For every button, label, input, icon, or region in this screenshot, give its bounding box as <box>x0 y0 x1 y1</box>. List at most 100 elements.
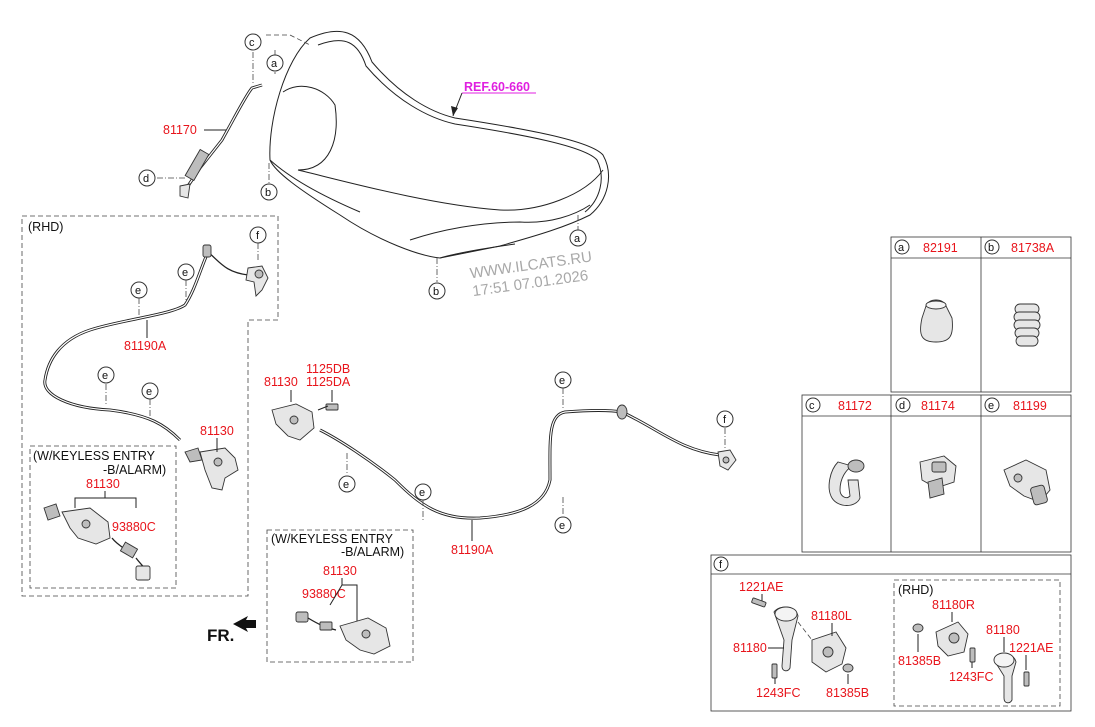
callout-e-rhd3: e <box>97 366 115 384</box>
svg-text:a: a <box>574 233 581 245</box>
callout-e-main3: e <box>414 483 432 501</box>
rhd-handle-small <box>245 265 269 297</box>
handle-box <box>710 554 1072 712</box>
callout-c-rod: c <box>244 33 262 51</box>
part-81180-right[interactable]: 81180 <box>986 623 1020 637</box>
svg-text:e: e <box>146 386 152 398</box>
rhd-box-label: (RHD) <box>28 220 63 234</box>
part-1221AE-right[interactable]: 1221AE <box>1009 641 1053 655</box>
svg-text:a: a <box>271 58 278 70</box>
svg-text:d: d <box>899 400 905 412</box>
left-handle <box>773 606 799 672</box>
svg-text:d: d <box>143 173 149 185</box>
callout-a-right: a <box>569 229 587 247</box>
svg-text:81172: 81172 <box>838 399 872 413</box>
prop-rod <box>179 83 263 199</box>
callout-f-rhd: f <box>249 226 267 244</box>
svg-text:81199: 81199 <box>1013 399 1047 413</box>
main-cable <box>319 404 721 520</box>
part-81180-left[interactable]: 81180 <box>733 641 767 655</box>
callout-e-main1: e <box>554 371 572 389</box>
svg-text:e: e <box>135 285 141 297</box>
legend-cell-b: b 81738A <box>984 239 1055 347</box>
reference-label[interactable]: REF.60-660 <box>462 80 536 94</box>
part-81180L[interactable]: 81180L <box>811 609 852 623</box>
part-81170[interactable]: 81170 <box>163 123 197 137</box>
bracket-81130-keyless-rhd <box>74 497 137 508</box>
right-handle <box>993 652 1017 704</box>
svg-text:82191: 82191 <box>923 241 958 255</box>
svg-text:f: f <box>723 414 727 426</box>
part-81130-rhd[interactable]: 81130 <box>200 424 234 438</box>
svg-text:c: c <box>249 37 255 49</box>
rhd-latch <box>184 447 239 491</box>
svg-text:e: e <box>988 400 994 412</box>
rhd-box <box>21 215 279 597</box>
svg-text:REF.60-660: REF.60-660 <box>464 80 530 94</box>
bumper-stopper-icon <box>920 299 953 343</box>
main-latch <box>271 403 339 441</box>
keyless-main-line1: (W/KEYLESS ENTRY <box>271 532 394 546</box>
keyless-rhd-switch <box>111 537 151 581</box>
svg-text:c: c <box>809 400 815 412</box>
keyless-main-line2: -B/ALARM) <box>341 545 404 559</box>
part-93880C-rhd[interactable]: 93880C <box>112 520 156 534</box>
legend-cell-e: e 81199 <box>984 397 1051 506</box>
part-81190A-main[interactable]: 81190A <box>451 543 494 557</box>
svg-text:e: e <box>419 487 425 499</box>
legend-cell-a: a 82191 <box>894 239 958 343</box>
svg-text:e: e <box>182 267 188 279</box>
part-81385B-right[interactable]: 81385B <box>898 654 941 668</box>
part-1243FC-left[interactable]: 1243FC <box>756 686 800 700</box>
part-1243FC-right[interactable]: 1243FC <box>949 670 993 684</box>
callout-e-rhd2: e <box>130 281 148 299</box>
callout-e-main4: e <box>554 516 572 534</box>
part-81130-keyless-main[interactable]: 81130 <box>323 564 357 578</box>
part-1221AE-left[interactable]: 1221AE <box>739 580 783 594</box>
keyless-box-main <box>266 529 414 663</box>
keyless-rhd-line1: (W/KEYLESS ENTRY <box>33 449 156 463</box>
left-bolt <box>751 597 767 608</box>
svg-text:b: b <box>265 187 271 199</box>
keyless-main-latch <box>339 617 391 655</box>
right-bolt <box>1023 671 1030 687</box>
callout-f-main: f <box>716 410 734 428</box>
svg-text:81174: 81174 <box>921 399 955 413</box>
keyless-main-switch <box>295 611 337 631</box>
svg-text:b: b <box>988 242 994 254</box>
legend-cell-d: d 81174 <box>895 397 957 499</box>
svg-text:f: f <box>256 230 260 242</box>
handle-box-key: f <box>713 556 729 572</box>
callout-b-bottom: b <box>428 282 446 300</box>
right-bracket <box>935 621 969 657</box>
cable-clip-icon <box>1003 459 1051 506</box>
part-81130-main[interactable]: 81130 <box>264 375 298 389</box>
callout-e-rhd4: e <box>141 382 159 400</box>
part-81130-keyless-rhd[interactable]: 81130 <box>86 477 120 491</box>
watermark: WWW.ILCATS.RU 17:51 07.01.2026 <box>469 248 593 300</box>
right-cap <box>912 623 924 633</box>
part-81180R[interactable]: 81180R <box>932 598 975 612</box>
callout-d-rod: d <box>138 169 156 187</box>
svg-text:e: e <box>559 520 565 532</box>
part-1125DB[interactable]: 1125DB <box>306 362 350 376</box>
main-handle-small <box>717 449 737 471</box>
bellows-stopper-icon <box>1013 303 1041 347</box>
handle-rhd-box <box>893 579 1061 707</box>
svg-text:f: f <box>719 559 723 571</box>
left-screw <box>771 663 778 679</box>
keyless-rhd-line2: -B/ALARM) <box>103 463 166 477</box>
callout-a-top: a <box>266 54 284 72</box>
right-screw <box>969 647 976 663</box>
svg-text:b: b <box>433 286 439 298</box>
legend-cell-c: c 81172 <box>805 397 872 506</box>
reference-arrow <box>451 106 458 116</box>
part-81385B-left[interactable]: 81385B <box>826 686 869 700</box>
left-bracket <box>797 621 847 673</box>
svg-text:e: e <box>102 370 108 382</box>
svg-text:e: e <box>343 479 349 491</box>
part-81190A-rhd[interactable]: 81190A <box>124 339 167 353</box>
part-1125DA[interactable]: 1125DA <box>306 375 351 389</box>
callout-e-rhd1: e <box>177 263 195 281</box>
